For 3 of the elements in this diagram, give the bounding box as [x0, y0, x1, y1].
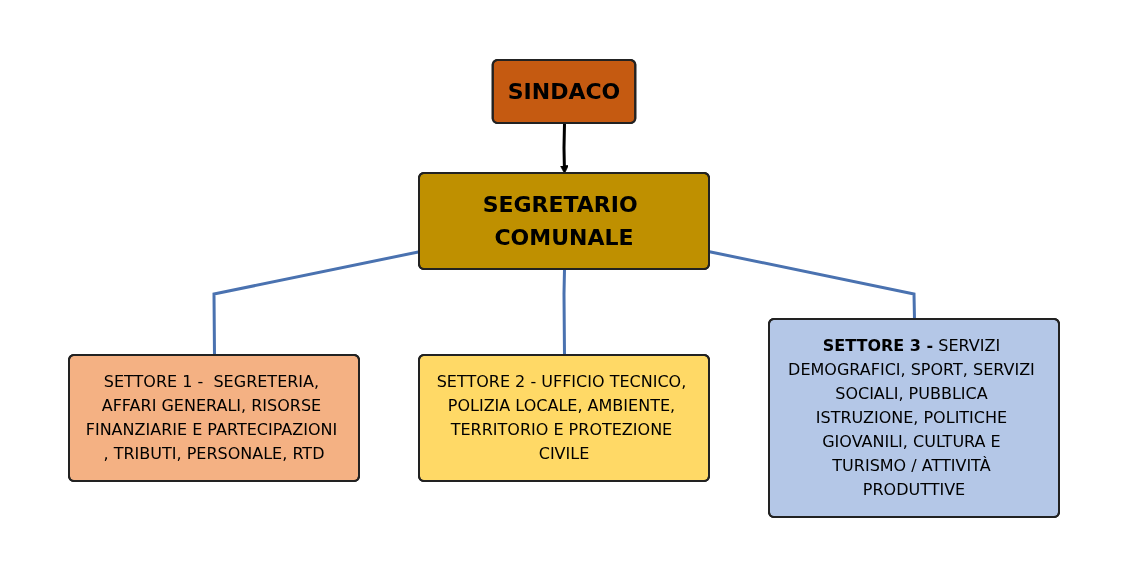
arrow	[559, 123, 569, 174]
connector	[562, 269, 566, 356]
connector	[708, 250, 916, 320]
